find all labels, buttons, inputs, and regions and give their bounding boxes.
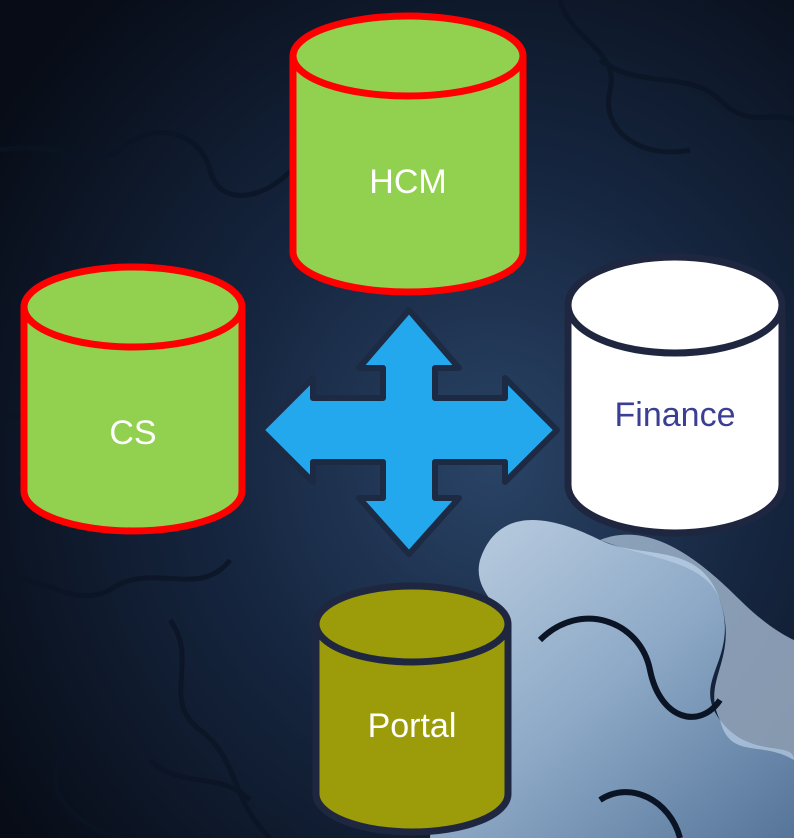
database-label-hcm: HCM [369,163,447,201]
database-cylinder-icon [312,582,512,836]
four-way-arrow-icon [258,307,560,557]
database-cs[interactable]: CS [20,263,246,535]
database-cylinder-icon [564,253,786,537]
database-finance[interactable]: Finance [564,249,786,537]
database-label-finance: Finance [614,396,736,434]
database-hcm[interactable]: HCM [289,12,527,296]
database-label-portal: Portal [367,707,457,745]
database-portal[interactable]: Portal [312,580,512,838]
database-cylinder-icon [289,12,527,296]
database-cylinder-icon [20,263,246,535]
database-label-cs: CS [109,414,157,452]
